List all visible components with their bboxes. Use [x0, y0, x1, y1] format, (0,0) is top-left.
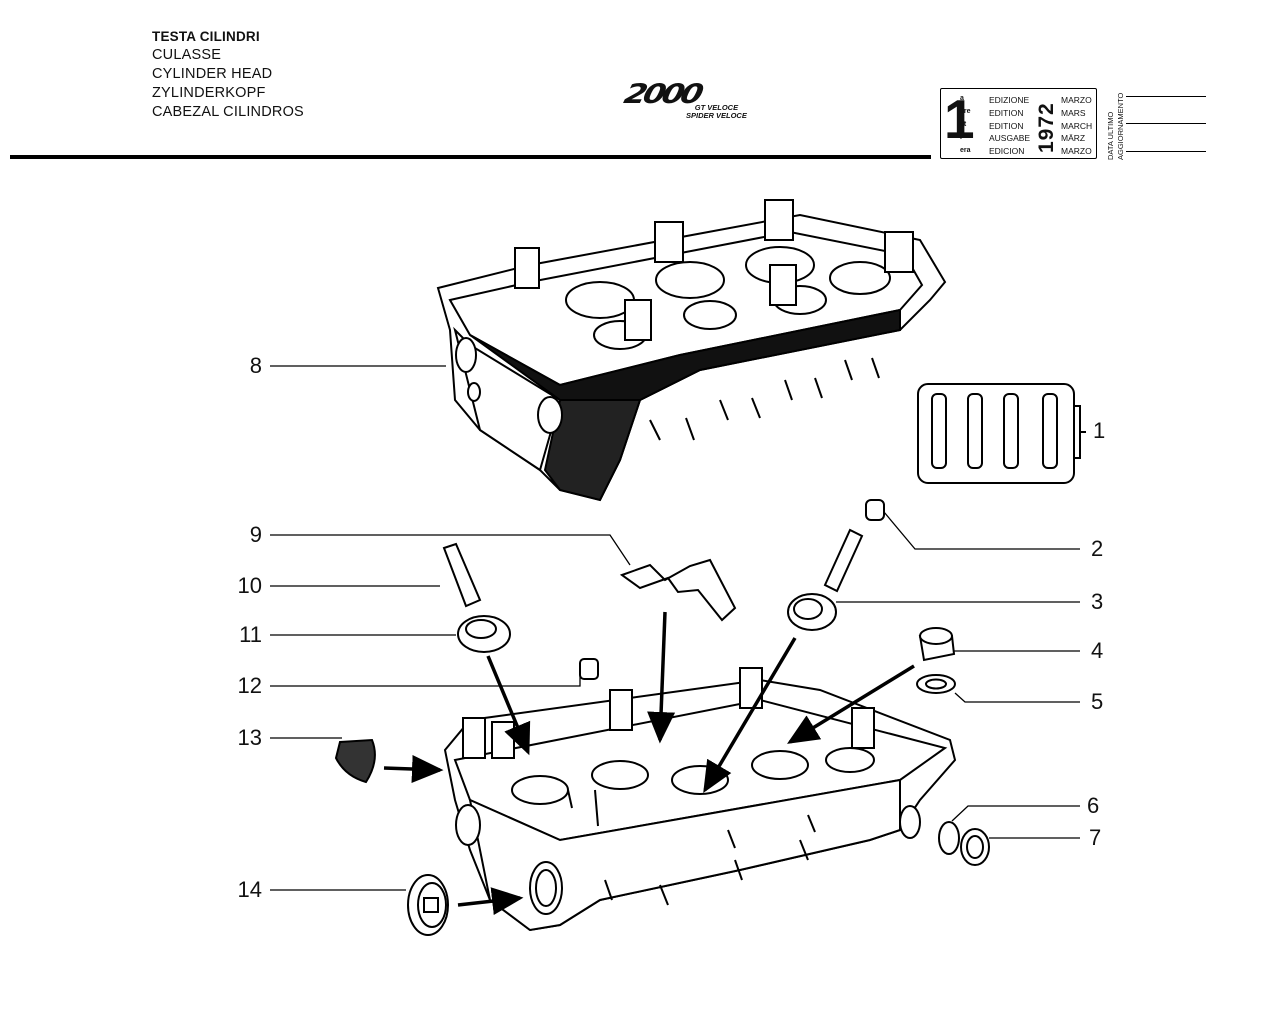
edition-months: MARZO MARS MARCH MÄRZ MARZO [1061, 94, 1092, 158]
callout-8: 8 [249, 353, 262, 378]
title-de: ZYLINDERKOPF [152, 85, 266, 101]
cylinder-head-underside [436, 199, 947, 502]
title-en: CYLINDER HEAD [152, 66, 273, 82]
title-it: TESTA CILINDRI [152, 29, 260, 44]
edition-month: MARZO [1061, 146, 1092, 157]
edition-ordinal: . [960, 134, 962, 141]
callout-6: 6 [1087, 793, 1100, 818]
update-date-line [1126, 96, 1206, 98]
edition-month: MARCH [1061, 120, 1093, 131]
logo-subtitle: GT VELOCE SPIDER VELOCE [686, 104, 747, 120]
edition-label: EDITION [989, 120, 1024, 131]
edition-month: MARS [1061, 107, 1086, 118]
update-date-line [1126, 123, 1206, 125]
callout-12: 12 [237, 673, 262, 698]
callout-5: 5 [1091, 689, 1104, 714]
section-titles: TESTA CILINDRI CULASSE CYLINDER HEAD ZYL… [152, 27, 304, 122]
model-logo: 2000 GT VELOCE SPIDER VELOCE [621, 79, 758, 126]
edition-ordinal: a [960, 95, 964, 102]
logo-sub-gt: GT VELOCE [694, 103, 739, 112]
callout-9: 9 [249, 522, 262, 547]
leader-lines [270, 365, 1080, 891]
callout-13: 13 [237, 725, 262, 750]
edition-ordinal: era [960, 147, 971, 154]
callout-2: 2 [1091, 536, 1104, 561]
edition-ordinal: st [960, 121, 967, 128]
callout-1: 1 [1093, 418, 1106, 443]
small-parts [334, 499, 990, 936]
callout-3: 3 [1091, 589, 1104, 614]
edition-ordinal: ere [960, 108, 971, 115]
header-rule [10, 155, 931, 159]
edition-label: EDIZIONE [989, 95, 1030, 105]
callout-14: 14 [237, 877, 262, 902]
edition-label: EDICION [989, 146, 1025, 157]
edition-month: MÄRZ [1061, 133, 1086, 144]
callout-11: 11 [239, 622, 262, 647]
update-date-line [1126, 151, 1206, 153]
cylinder-head-top [443, 667, 957, 932]
callout-10: 10 [237, 573, 262, 598]
logo-sub-spider: SPIDER VELOCE [686, 111, 747, 120]
title-fr: CULASSE [152, 47, 222, 63]
assembly-arrows [383, 611, 915, 916]
edition-month: MARZO [1061, 95, 1092, 105]
callout-7: 7 [1089, 825, 1102, 850]
valve-guides-box [917, 383, 1086, 484]
edition-labels: EDIZIONE EDITION EDITION AUSGABE EDICION [989, 94, 1030, 158]
edition-label: EDITION [989, 107, 1024, 118]
edition-box: 1 a ere st . era EDIZIONE EDITION EDITIO… [940, 88, 1097, 159]
edition-number: 1 [944, 88, 975, 150]
title-es: CABEZAL CILINDROS [152, 104, 304, 120]
edition-label: AUSGABE [989, 133, 1031, 144]
callout-4: 4 [1091, 638, 1104, 663]
